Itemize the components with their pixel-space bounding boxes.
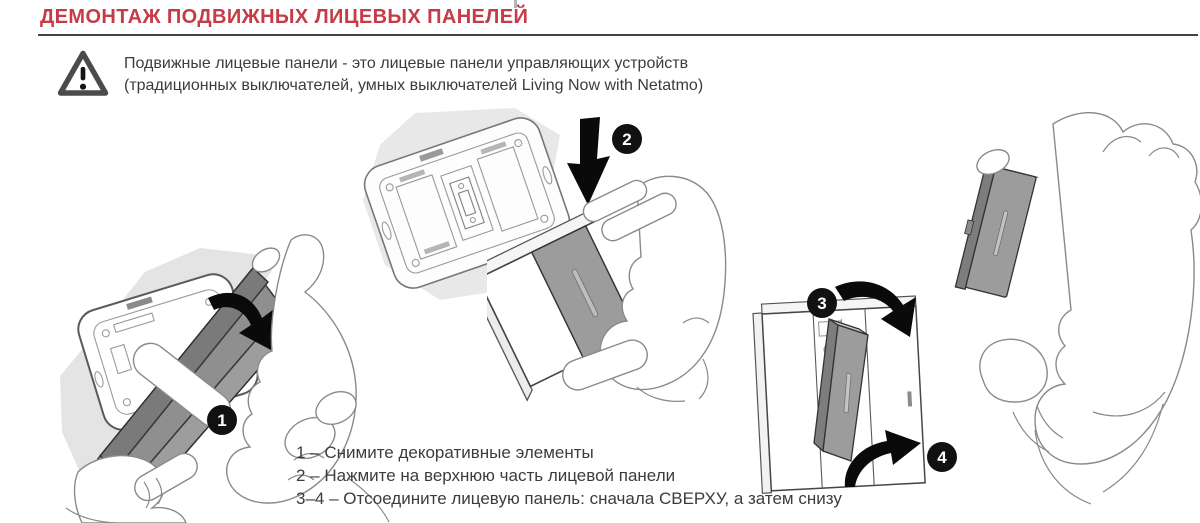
rotate-remove-arrow-icon — [208, 292, 274, 350]
instruction-line-2: 2 – Нажмите на верхнюю часть лицевой пан… — [296, 466, 676, 485]
removed-panel-gray — [954, 166, 1039, 298]
hand-detail-lines — [1092, 135, 1180, 417]
instruction-line-1: 1 – Снимите декоративные элементы — [296, 443, 594, 462]
hand-detail-lines — [636, 317, 710, 402]
center-key-tilted — [813, 317, 869, 462]
thumb-detail-lines — [1012, 405, 1064, 453]
thumb-front — [979, 338, 1048, 403]
step-badge-2: 2 — [612, 124, 642, 154]
notice-line-2: (традиционных выключателей, умных выключ… — [124, 77, 704, 94]
notice-line-1: Подвижные лицевые панели - это лицевые п… — [124, 55, 689, 72]
step-badge-2-number: 2 — [622, 129, 632, 149]
curled-finger — [315, 391, 357, 425]
step-badge-4-number: 4 — [937, 447, 947, 467]
step-badge-3: 3 — [807, 288, 837, 318]
fingertip-pinch — [251, 247, 281, 273]
thumb-left — [134, 452, 198, 502]
page-title: ДЕМОНТАЖ ПОДВИЖНЫХ ЛИЦЕВЫХ ПАНЕЛЕЙ — [40, 6, 529, 28]
crop-artifact-mark — [514, 0, 517, 8]
hand-detail-lines — [287, 452, 390, 523]
press-down-arrow-icon — [567, 117, 610, 205]
figure-step34-detach-panel — [752, 281, 926, 494]
step-badge-3-number: 3 — [817, 293, 827, 313]
brand-mark — [907, 391, 913, 407]
title-divider — [38, 34, 1198, 36]
figure-step1-remove-covers — [60, 234, 390, 523]
brand-mark — [126, 296, 153, 310]
hand-holding-removed-panel — [1034, 112, 1200, 465]
notice-text: Подвижные лицевые панели - это лицевые п… — [124, 53, 703, 97]
detach-top-arrow-icon — [835, 281, 916, 337]
thumb-under-panel — [562, 339, 648, 391]
hand-holding-panel — [599, 175, 727, 391]
brand-mark — [419, 148, 444, 162]
warning-triangle-icon — [57, 50, 109, 96]
step-badge-1: 1 — [207, 405, 237, 435]
step-badge-4: 4 — [927, 442, 957, 472]
wrist-lines — [1034, 403, 1164, 505]
detach-bottom-arrow-icon — [844, 430, 921, 487]
figure-panel-in-hand — [954, 112, 1200, 505]
step-badge-1-number: 1 — [217, 410, 227, 430]
finger-over-top — [582, 179, 648, 223]
step-instructions: 1 – Снимите декоративные элементы 2 – На… — [296, 441, 842, 510]
face-panel-perspective — [487, 187, 694, 402]
finger-over-top — [601, 192, 677, 242]
figure-step2-press-top — [487, 117, 727, 402]
fingertip-on-panel-top — [976, 149, 1010, 175]
instruction-line-3: 3–4 – Отсоедините лицевую панель: сначал… — [296, 489, 842, 508]
